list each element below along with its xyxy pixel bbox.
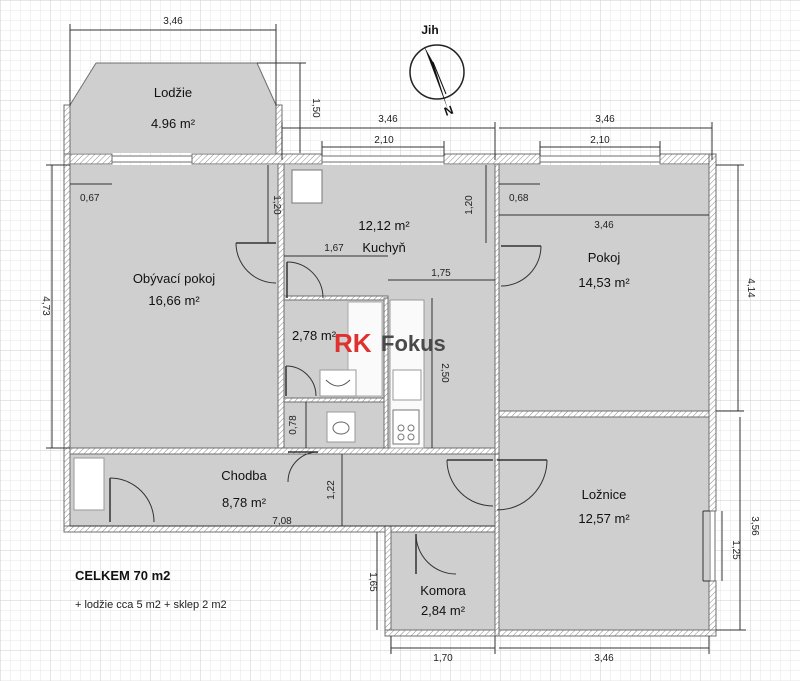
room-komora (391, 532, 495, 630)
compass-label: Jih (421, 23, 438, 37)
room-area-kuchyn: 12,12 m² (358, 218, 410, 233)
dim-label: 4,73 (40, 296, 51, 316)
dim-label: 3,46 (594, 220, 614, 231)
toilet-icon (326, 411, 356, 443)
dim-label: 3,46 (595, 114, 615, 125)
room-loznice (499, 417, 709, 630)
room-name-pokoj: Pokoj (588, 250, 621, 265)
bathtub-icon (347, 301, 383, 397)
dim-label: 0,67 (80, 193, 100, 204)
sink-icon (392, 369, 422, 401)
summary: CELKEM 70 m2 + lodžie cca 5 m2 + sklep 2… (75, 568, 227, 611)
room-lodzie (70, 63, 276, 153)
room-name-chodba: Chodba (221, 468, 267, 483)
room-name-obyvaci: Obývací pokoj (133, 271, 215, 286)
dimension-labels: 3,46 1,50 3,46 3,46 2,10 2,10 0,67 1,20 … (40, 16, 760, 664)
logo-rk: RK (334, 328, 372, 358)
summary-note: + lodžie cca 5 m2 + sklep 2 m2 (75, 599, 227, 611)
compass-needle-icon (424, 46, 448, 110)
stove-icon (392, 409, 420, 445)
fixtures (73, 169, 425, 511)
dim-label: 1,70 (433, 653, 453, 664)
room-labels: Lodžie 4.96 m² Obývací pokoj 16,66 m² 12… (133, 85, 631, 618)
dim-label: 7,08 (272, 516, 292, 527)
summary-title: CELKEM 70 m2 (75, 568, 170, 583)
dim-label: 3,46 (163, 16, 183, 27)
dim-label: 1,25 (730, 540, 741, 560)
dim-label: 4,14 (745, 278, 756, 298)
room-area-pokoj: 14,53 m² (578, 275, 630, 290)
room-area-koupelna: 2,78 m² (292, 328, 337, 343)
dim-label: 3,56 (749, 516, 760, 536)
room-area-komora: 2,84 m² (421, 603, 466, 618)
dim-label: 1,20 (271, 195, 282, 215)
room-name-loznice: Ložnice (582, 487, 627, 502)
room-name-komora: Komora (420, 583, 466, 598)
wardrobe-icon (73, 457, 105, 511)
dim-label: 1,65 (367, 572, 378, 592)
dim-label: 0,78 (288, 415, 299, 435)
dim-label: 1,50 (310, 98, 321, 118)
dim-label: 1,22 (326, 480, 337, 500)
room-area-loznice: 12,57 m² (578, 511, 630, 526)
dimension-lines (46, 24, 746, 654)
dim-label: 2,10 (374, 135, 394, 146)
washbasin-icon (319, 369, 357, 397)
rk-fokus-logo: RK Fokus (334, 328, 446, 358)
dim-label: 1,20 (464, 195, 475, 215)
walls (63, 62, 717, 637)
logo-fokus: Fokus (381, 331, 446, 356)
room-area-chodba: 8,78 m² (222, 495, 267, 510)
room-pokoj (499, 165, 709, 411)
room-name-lodzie: Lodžie (154, 85, 192, 100)
kitchen-cabinet-icon (291, 169, 323, 204)
room-area-lodzie: 4.96 m² (151, 116, 196, 131)
dim-label: 2,10 (590, 135, 610, 146)
compass-circle-icon (409, 44, 465, 100)
dim-label: 1,67 (324, 243, 344, 254)
dim-label: 3,46 (378, 114, 398, 125)
room-name-kuchyn: Kuchyň (362, 240, 405, 255)
dim-label: 0,68 (509, 193, 529, 204)
dim-label: 2,50 (439, 363, 450, 383)
room-obyvaci-pokoj (70, 165, 278, 448)
dim-label: 3,46 (594, 653, 614, 664)
doors (109, 242, 710, 582)
dim-label: 1,75 (431, 268, 451, 279)
room-area-obyvaci: 16,66 m² (148, 293, 200, 308)
